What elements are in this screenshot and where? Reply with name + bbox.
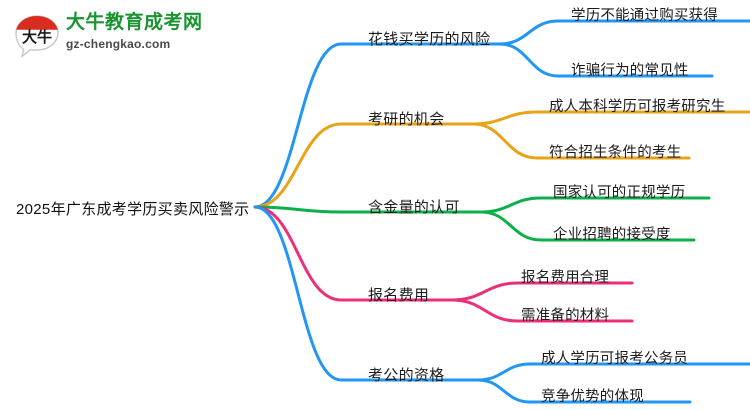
mindmap-leaf-node-1-1: 学历不能通过购买获得 (571, 8, 718, 24)
mindmap-leaf-node-3-1: 国家认可的正规学历 (553, 185, 686, 201)
connector-branch-1 (253, 42, 502, 209)
mindmap-leaf-node-5-1: 成人学历可报考公务员 (541, 351, 688, 367)
mindmap-branch-node-5: 考公的资格 (368, 367, 445, 384)
mindmap-leaf-node-5-2: 竞争优势的体现 (541, 389, 644, 405)
mindmap-leaf-node-4-2: 需准备的材料 (521, 308, 610, 324)
connector-leaf-2-2 (471, 122, 691, 160)
mindmap-leaf-node-3-2: 企业招聘的接受度 (553, 227, 671, 243)
connector-leaf-1-1 (498, 19, 750, 46)
connector-leaf-2-1 (471, 110, 750, 126)
svg-text:大牛: 大牛 (22, 28, 52, 46)
mindmap-leaf-node-4-1: 报名费用合理 (521, 270, 610, 286)
mindmap-branch-node-4: 报名费用 (368, 287, 430, 304)
logo-domain: gz-chengkao.com (66, 37, 171, 51)
logo-speech-bubble-icon: 大牛 (15, 15, 59, 58)
mindmap-leaf-node-2-1: 成人本科学历可报考研究生 (549, 99, 726, 115)
logo-wordmark: 大牛教育成考网 gz-chengkao.com (66, 12, 216, 52)
connector-leaf-5-2 (476, 378, 692, 404)
site-logo: 大牛 大牛教育成考网 gz-chengkao.com (14, 10, 214, 62)
mindmap-root-node: 2025年广东成考学历买卖风险警示 (16, 201, 250, 218)
connector-leaf-3-2 (479, 210, 696, 242)
connector-branch-4 (253, 205, 454, 302)
connector-leaf-1-2 (498, 42, 714, 78)
connector-branch-2 (253, 122, 475, 209)
mindmap-leaf-node-1-2: 诈骗行为的常见性 (571, 63, 689, 79)
logo-name-cn: 大牛教育成考网 (66, 12, 203, 33)
mindmap-branch-node-3: 含金量的认可 (368, 199, 460, 216)
connector-leaf-4-2 (450, 298, 634, 323)
connector-branch-5 (253, 205, 480, 382)
mindmap-branch-node-1: 花钱买学历的风险 (368, 31, 491, 48)
connector-branch-3 (253, 205, 483, 214)
mindmap-branch-node-2: 考研的机会 (368, 111, 445, 128)
branch-connectors (253, 42, 502, 382)
leaf-connectors (450, 19, 750, 404)
mindmap-leaf-node-2-2: 符合招生条件的考生 (549, 145, 682, 161)
